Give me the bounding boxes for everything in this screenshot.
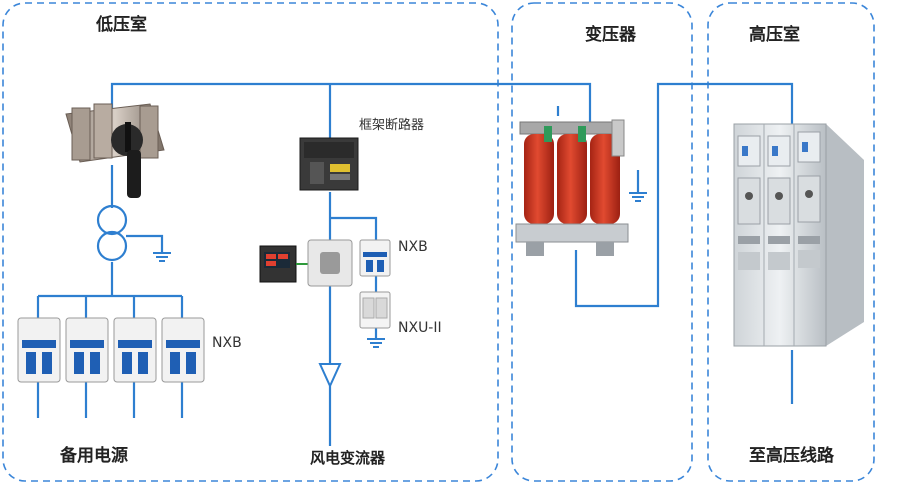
dry-transformer-device bbox=[515, 119, 629, 256]
mcb-4 bbox=[161, 317, 205, 383]
current-transformer-device bbox=[307, 239, 353, 287]
power-meter-device bbox=[259, 245, 308, 283]
nxb-breaker-device bbox=[359, 239, 391, 277]
hv-switchgear-device bbox=[733, 123, 864, 347]
frame-breaker-label: 框架断路器 bbox=[359, 118, 425, 133]
backup-mcb-group bbox=[17, 317, 205, 383]
nxb-label-converter: NXB bbox=[398, 239, 428, 255]
backup-power-label: 备用电源 bbox=[60, 446, 128, 466]
nxb-label-backup: NXB bbox=[212, 335, 242, 351]
nxu-label: NXU-II bbox=[398, 320, 442, 336]
wind-converter-label: 风电变流器 bbox=[310, 449, 386, 467]
high-voltage-room-border bbox=[707, 2, 875, 482]
ground-symbol-transformer bbox=[629, 192, 647, 202]
mcb-3 bbox=[113, 317, 157, 383]
nxu-surge-protector-device bbox=[359, 291, 391, 329]
mcb-1 bbox=[17, 317, 61, 383]
load-switch-device bbox=[65, 103, 165, 198]
to-hv-line-label: 至高压线路 bbox=[749, 446, 834, 466]
transformer-border bbox=[511, 2, 693, 482]
low-voltage-room-title: 低压室 bbox=[96, 15, 147, 35]
transformer-title: 变压器 bbox=[585, 25, 636, 45]
high-voltage-room-title: 高压室 bbox=[749, 25, 800, 45]
ground-symbol-left bbox=[153, 252, 171, 262]
low-voltage-room-border bbox=[2, 2, 499, 482]
transformer-symbol bbox=[96, 204, 128, 262]
converter-arrow-icon bbox=[318, 363, 342, 389]
frame-breaker-device bbox=[299, 137, 359, 191]
mcb-2 bbox=[65, 317, 109, 383]
ground-symbol-nxu bbox=[367, 338, 385, 348]
